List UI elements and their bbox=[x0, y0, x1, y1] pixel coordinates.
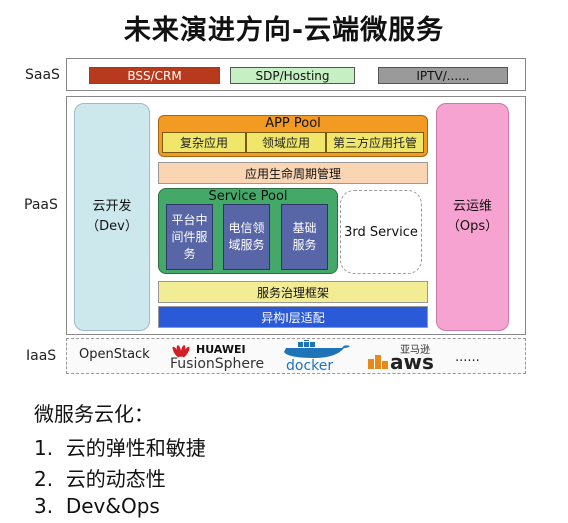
app-pool-cell-complex: 复杂应用 bbox=[162, 132, 246, 153]
dev-label-line2: （Dev） bbox=[86, 219, 138, 234]
iaas-more-text: ...... bbox=[455, 350, 480, 365]
bottom-heading: 微服务云化： bbox=[34, 402, 154, 426]
aws-logo: 亚马逊 aws bbox=[368, 341, 444, 374]
bottom-point-2-num: 2. bbox=[34, 467, 54, 491]
bottom-point-3-num: 3. bbox=[34, 494, 54, 518]
service-governance-bar: 服务治理框架 bbox=[158, 281, 428, 303]
saas-layer-label: SaaS bbox=[25, 67, 60, 83]
bottom-point-3: 3. Dev&Ops bbox=[34, 494, 160, 518]
bottom-point-3-text: Dev&Ops bbox=[65, 494, 160, 518]
aws-chinese-text: 亚马逊 bbox=[400, 345, 430, 356]
app-pool-label: APP Pool bbox=[265, 115, 321, 131]
aws-brand-text: aws bbox=[390, 350, 434, 374]
third-service-box: 3rd Service bbox=[340, 190, 422, 274]
service-pool-label: Service Pool bbox=[208, 188, 288, 204]
page-title: 未来演进方向-云端微服务 bbox=[123, 15, 445, 46]
service-cell-basic: 基础服务 bbox=[281, 204, 328, 270]
huawei-fusionsphere-logo: HUAWEI FusionSphere bbox=[170, 342, 275, 372]
aws-cubes-icon bbox=[368, 355, 388, 369]
bottom-point-2: 2. 云的动态性 bbox=[34, 463, 166, 492]
bottom-point-1-num: 1. bbox=[34, 436, 54, 460]
app-pool-cell-third-party: 第三方应用托管 bbox=[326, 132, 424, 153]
saas-sdp-hosting-box: SDP/Hosting bbox=[230, 67, 355, 84]
dev-column: 云开发 （Dev） bbox=[74, 103, 150, 331]
heterogeneous-iaas-adaptation-bar: 异构I层适配 bbox=[158, 306, 428, 328]
ops-label-line1: 云运维 bbox=[452, 199, 492, 214]
openstack-logo: OpenStack bbox=[79, 347, 150, 362]
app-pool-cell-domain: 领域应用 bbox=[246, 132, 326, 153]
saas-bss-crm-box: BSS/CRM bbox=[89, 67, 220, 84]
iaas-layer-label: IaaS bbox=[26, 348, 57, 364]
paas-layer-label: PaaS bbox=[24, 197, 58, 213]
bottom-point-1: 1. 云的弹性和敏捷 bbox=[34, 432, 206, 461]
huawei-brand-text: HUAWEI bbox=[196, 343, 246, 356]
dev-label-line1: 云开发 bbox=[92, 199, 132, 214]
lifecycle-management-bar: 应用生命周期管理 bbox=[158, 162, 428, 184]
docker-text: docker bbox=[286, 358, 334, 374]
bottom-point-1-text: 云的弹性和敏捷 bbox=[65, 436, 206, 460]
fusionsphere-text: FusionSphere bbox=[170, 356, 265, 372]
ops-label-line2: （Ops） bbox=[446, 219, 499, 234]
docker-logo: docker bbox=[280, 340, 352, 374]
bottom-point-2-text: 云的动态性 bbox=[65, 467, 166, 491]
huawei-flower-icon bbox=[172, 345, 190, 358]
service-cell-middleware: 平台中间件服务 bbox=[166, 204, 213, 270]
ops-column: 云运维 （Ops） bbox=[436, 103, 509, 331]
service-cell-telecom: 电信领域服务 bbox=[223, 204, 270, 270]
docker-whale-icon bbox=[284, 340, 350, 358]
saas-iptv-box: IPTV/...... bbox=[378, 67, 508, 84]
